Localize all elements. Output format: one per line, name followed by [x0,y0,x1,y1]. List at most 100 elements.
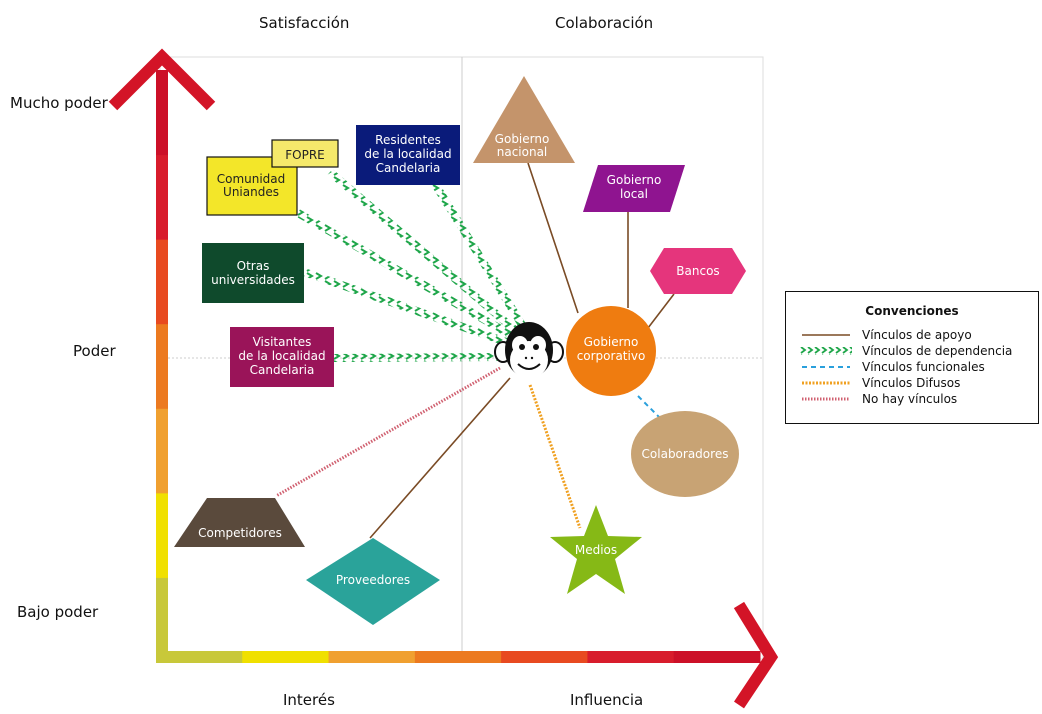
legend-item-apoyo: Vínculos de apoyo [800,328,972,342]
node-fopre: FOPRE [271,139,339,168]
link-diffuse-medios [528,384,582,529]
x-axis [156,651,761,663]
no-link-line-icon [802,397,850,401]
y-axis-segment [156,70,168,156]
gobierno-local-label-1: Gobierno [607,173,662,187]
gobierno-nacional-shape [473,76,575,163]
legend-item-dependencia: Vínculos de dependencia [800,344,1012,358]
node-visitantes: Visitantes de la localidad Candelaria [230,327,334,387]
link-dependency-comunidad [296,209,522,344]
legend-label-apoyo: Vínculos de apoyo [862,328,972,342]
legend-label-no-vinculos: No hay vínculos [862,392,958,406]
x-axis-segment [156,651,243,663]
node-comunidad-uniandes: Comunidad Uniandes [206,156,298,216]
quadrant-label-influencia: Influencia [570,691,644,709]
link-support-bancos [647,293,675,329]
colaboradores-label: Colaboradores [642,447,729,461]
x-axis-segment [673,651,761,663]
link-dependency-visitantes [333,353,499,362]
node-gobierno-local: Gobierno local [583,165,685,212]
gobierno-corporativo-label-1: Gobierno [584,335,639,349]
link-dependency-otras [302,268,517,349]
y-axis-segment [156,492,168,578]
x-axis-segment [328,651,416,663]
y-axis-segment [156,408,168,494]
otras-shape [202,243,304,303]
competidores-shape [174,498,305,547]
y-axis-segment [156,577,168,663]
x-axis-arrowhead [733,601,779,709]
x-axis-segment [242,651,330,663]
link-support-gobierno-nacional [527,162,579,314]
gobierno-local-shape [583,165,685,212]
bancos-shape [650,248,746,294]
link-support-proveedores [369,377,511,539]
proveedores-shape [306,538,440,625]
functional-line-icon [802,366,850,368]
node-gobierno-nacional: Gobierno nacional [473,76,575,163]
residentes-label-1: Residentes [375,133,441,147]
y-axis-segment [156,154,168,240]
legend-item-no-vinculos: No hay vínculos [800,392,957,406]
residentes-shape [356,125,460,185]
medios-label: Medios [575,543,617,557]
residentes-label-2: de la localidad [364,147,451,161]
link-dependency-residentes [431,181,531,336]
x-axis-segment [587,651,675,663]
y-axis-segment [156,239,168,325]
y-axis-segment [156,323,168,409]
visitantes-label-2: de la localidad [238,349,325,363]
medios-shape [550,505,642,594]
y-axis [156,70,168,663]
node-otras-universidades: Otras universidades [202,243,304,303]
fopre-label: FOPRE [285,148,325,162]
quadrant-label-satisfaccion: Satisfacción [259,14,350,32]
comunidad-label-2: Uniandes [223,185,279,199]
node-residentes: Residentes de la localidad Candelaria [356,125,460,185]
gobierno-nacional-label-2: nacional [497,145,548,159]
legend-label-funcionales: Vínculos funcionales [862,360,985,374]
comunidad-label-1: Comunidad [217,172,286,186]
diffuse-line-icon [802,381,850,385]
legend-title: Convenciones [865,304,959,318]
otras-label-2: universidades [211,273,295,287]
gobierno-corporativo-shape [566,306,656,396]
quadrant-label-interes: Interés [283,691,335,709]
legend-item-difusos: Vínculos Difusos [800,376,960,390]
gobierno-corporativo-label-2: corporativo [577,349,646,363]
node-proveedores: Proveedores [306,538,440,625]
node-medios: Medios [550,505,642,594]
competidores-label: Competidores [198,526,282,540]
support-line-icon [802,334,850,336]
monkey-face-icon [494,322,564,379]
x-axis-segment [414,651,502,663]
legend-label-dependencia: Vínculos de dependencia [862,344,1013,358]
link-dependency-fopre [327,168,525,340]
link-none-competidores [275,366,501,498]
node-colaboradores: Colaboradores [631,411,739,497]
node-bancos: Bancos [650,248,746,294]
colaboradores-shape [631,411,739,497]
y-label-poder: Poder [73,342,116,360]
bancos-label: Bancos [676,264,719,278]
y-label-mucho-poder: Mucho poder [10,94,108,112]
x-axis-segment [501,651,588,663]
proveedores-label: Proveedores [336,573,410,587]
gobierno-nacional-label-1: Gobierno [495,132,550,146]
node-gobierno-corporativo: Gobierno corporativo [566,306,656,396]
visitantes-label-3: Candelaria [250,363,315,377]
legend-label-difusos: Vínculos Difusos [862,376,961,390]
node-competidores: Competidores [174,498,305,547]
y-axis-arrowhead [108,48,216,111]
otras-label-1: Otras [237,259,270,273]
residentes-label-3: Candelaria [376,161,441,175]
links [275,162,675,539]
visitantes-shape [230,327,334,387]
legend-box: Convenciones Vínculos de apoyo Vínculos … [785,291,1039,424]
visitantes-label-1: Visitantes [253,335,312,349]
dependency-line-icon [800,347,852,355]
quadrant-label-colaboracion: Colaboración [555,14,654,32]
gobierno-local-label-2: local [620,187,648,201]
